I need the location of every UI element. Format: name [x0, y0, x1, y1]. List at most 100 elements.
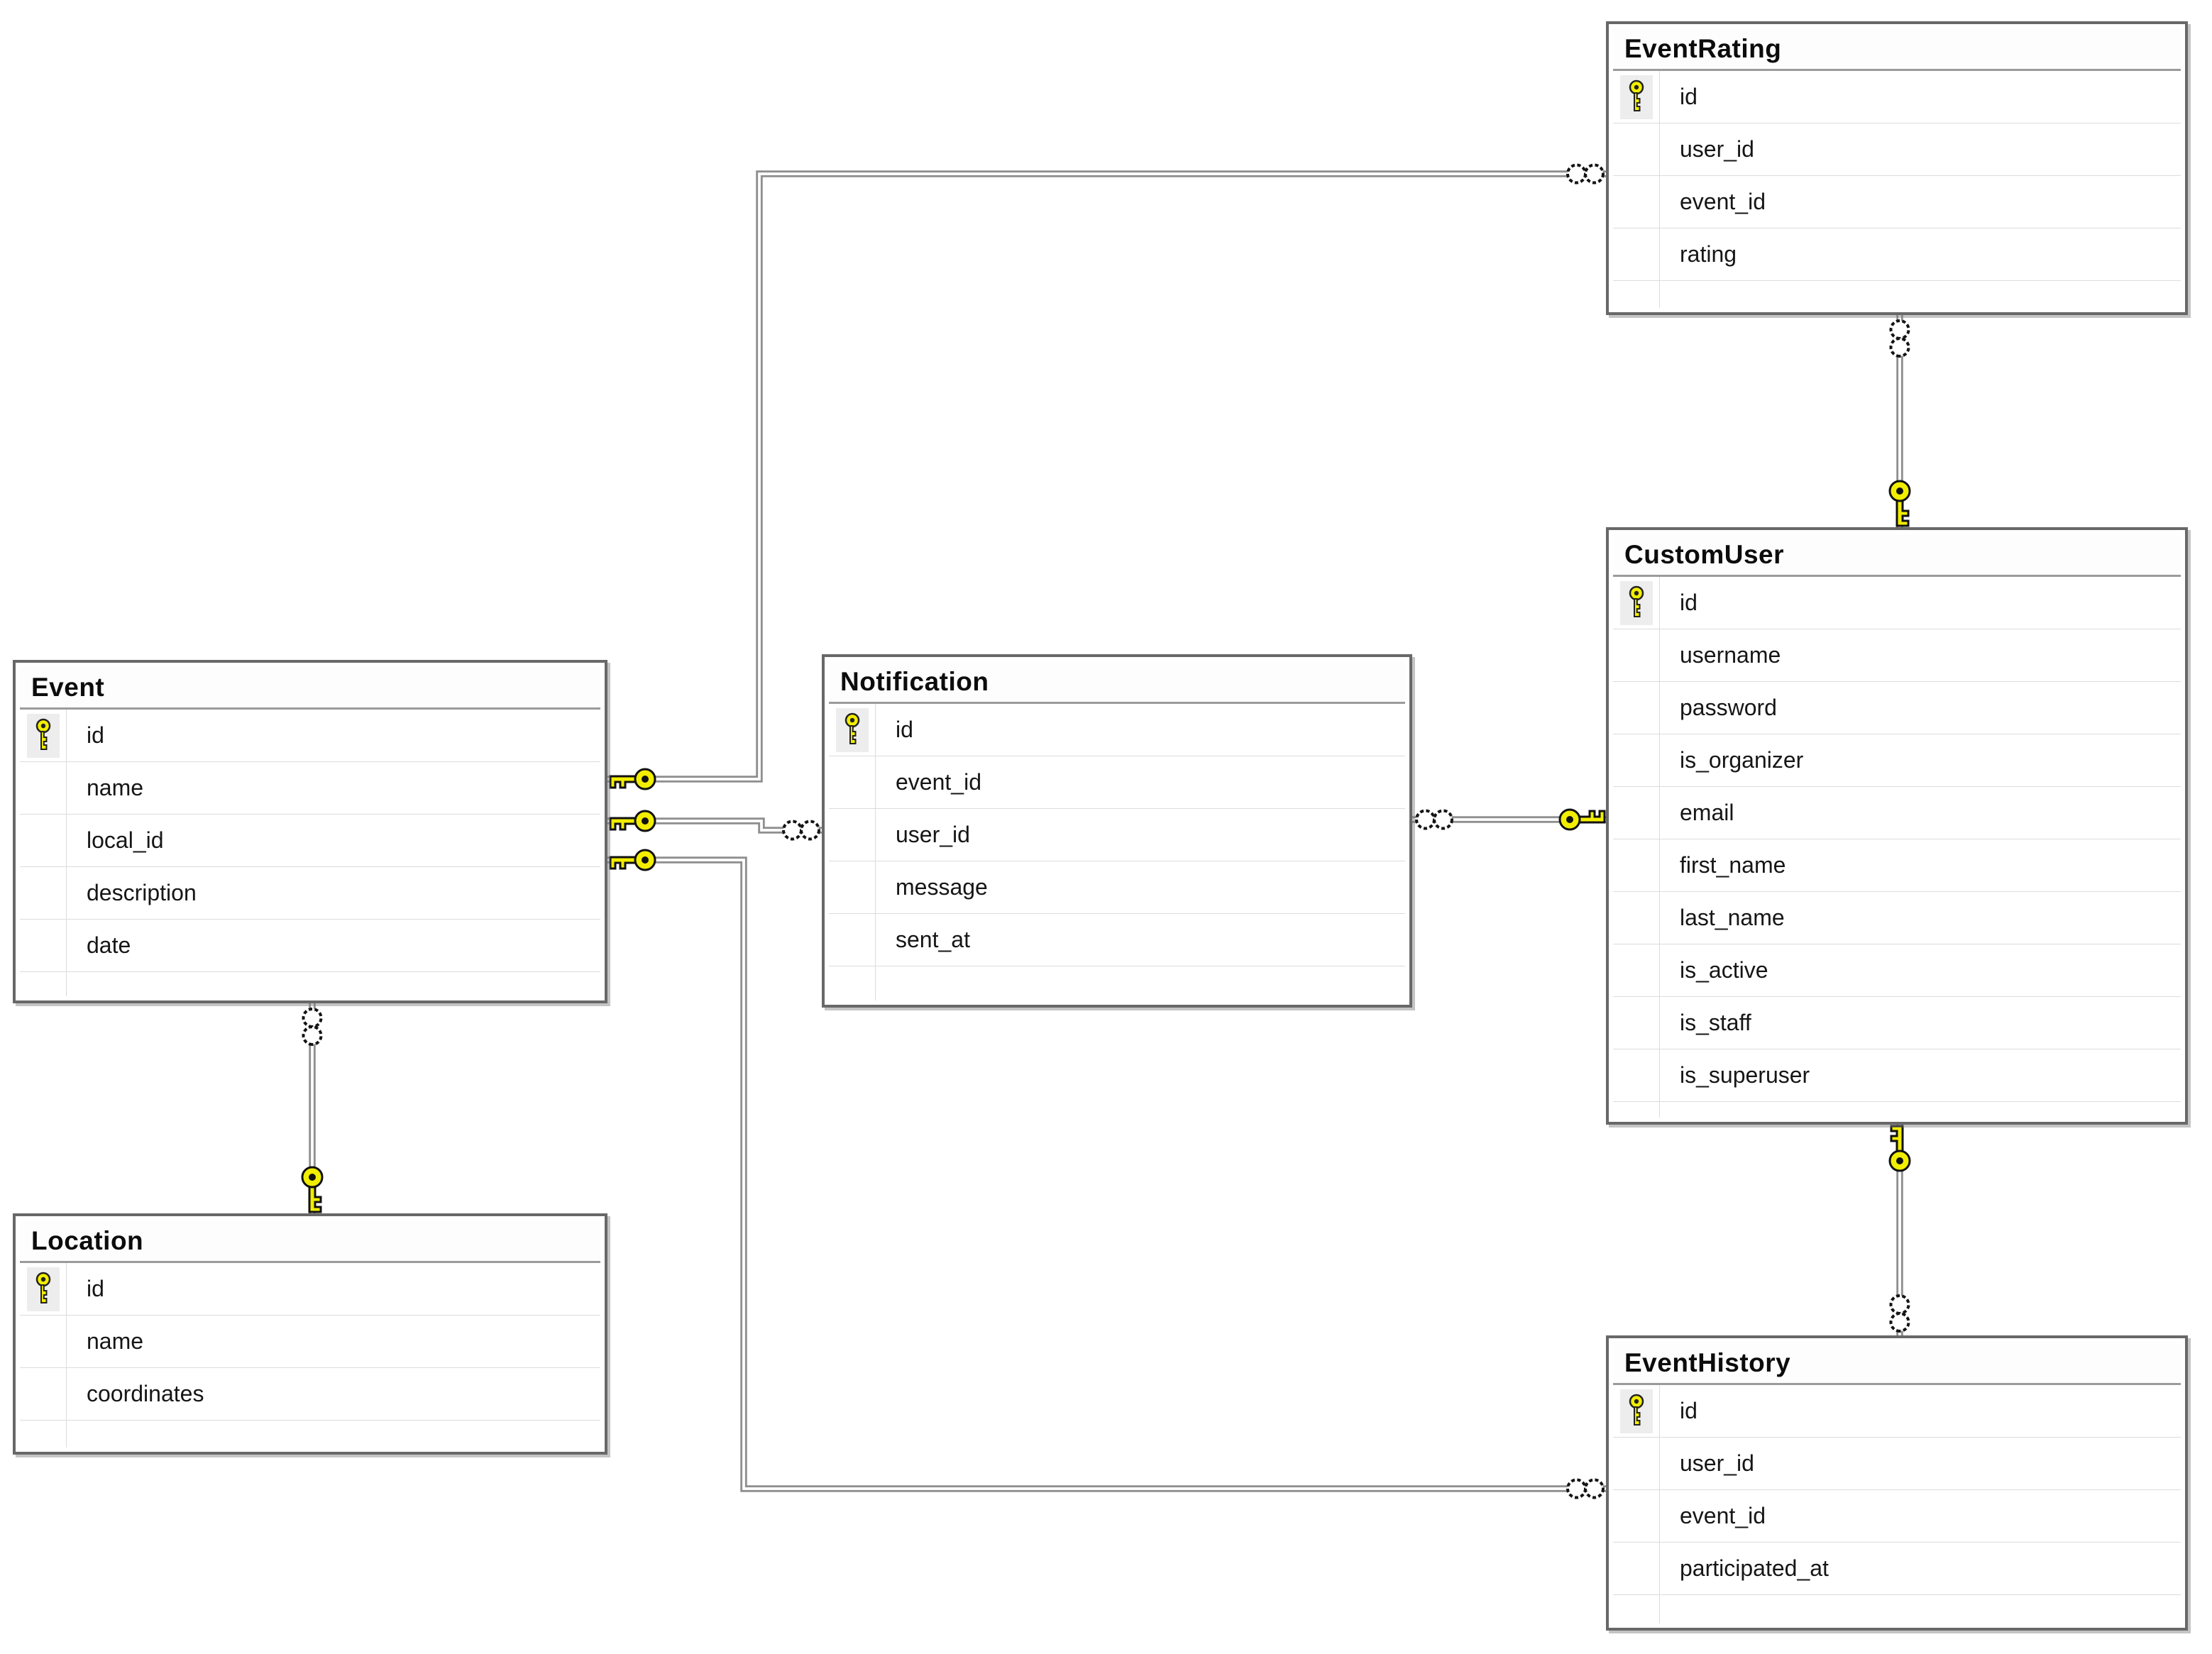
- primary-key-chip: [1619, 75, 1653, 119]
- column-row[interactable]: name: [20, 1316, 600, 1368]
- column-row[interactable]: rating: [1613, 228, 2181, 281]
- table-customuser[interactable]: CustomUser id username password is_organizer…: [1606, 527, 2188, 1125]
- key-marker-icon: [609, 849, 656, 871]
- column-row[interactable]: event_id: [1613, 1490, 2181, 1543]
- row-icon-cell: [1613, 1102, 1660, 1118]
- relationship-line-core: [607, 172, 1606, 781]
- column-row[interactable]: local_id: [20, 815, 600, 867]
- column-row[interactable]: is_superuser: [1613, 1049, 2181, 1102]
- row-icon-cell: [1613, 1595, 1660, 1623]
- column-row[interactable]: id: [1613, 71, 2181, 123]
- relationship-customuser-eventhistory[interactable]: [1888, 1125, 1911, 1335]
- row-icon-cell: [1613, 1490, 1660, 1542]
- relationship-customuser-notification[interactable]: [1412, 808, 1606, 831]
- column-row[interactable]: username: [1613, 629, 2181, 682]
- table-title-text: CustomUser: [1624, 539, 1784, 569]
- row-icon-cell: [1613, 839, 1660, 891]
- column-name: first_name: [1680, 852, 1786, 878]
- table-title: Event: [20, 667, 600, 710]
- column-name: description: [87, 880, 197, 905]
- row-icon-cell: [1613, 281, 1660, 308]
- column-name: local_id: [87, 827, 164, 853]
- column-row[interactable]: last_name: [1613, 892, 2181, 944]
- column-row[interactable]: sent_at: [829, 914, 1405, 966]
- row-icon-cell: [1613, 1438, 1660, 1489]
- column-row[interactable]: password: [1613, 682, 2181, 734]
- row-icon-cell: [20, 972, 67, 996]
- primary-key-cell: [1613, 577, 1660, 629]
- column-name: password: [1680, 695, 1777, 720]
- column-row[interactable]: participated_at: [1613, 1543, 2181, 1595]
- column-row[interactable]: description: [20, 867, 600, 920]
- column-row[interactable]: message: [829, 861, 1405, 914]
- relationship-event-eventhistory[interactable]: [607, 849, 1606, 1499]
- primary-key-cell: [20, 710, 67, 761]
- primary-key-icon: [1629, 79, 1644, 111]
- table-title-text: Location: [31, 1225, 144, 1255]
- column-row[interactable]: is_active: [1613, 944, 2181, 997]
- column-name: is_superuser: [1680, 1062, 1810, 1088]
- row-icon-cell: [20, 762, 67, 814]
- column-row[interactable]: event_id: [829, 756, 1405, 809]
- relationship-event-eventrating[interactable]: [607, 163, 1606, 790]
- table-title: CustomUser: [1613, 534, 2181, 577]
- primary-key-icon: [1629, 1394, 1644, 1426]
- column-row[interactable]: id: [1613, 577, 2181, 629]
- table-title-text: Notification: [840, 666, 989, 696]
- table-title: EventHistory: [1613, 1343, 2181, 1385]
- column-name: user_id: [896, 822, 970, 847]
- column-row[interactable]: user_id: [829, 809, 1405, 861]
- primary-key-icon: [844, 712, 859, 744]
- column-name: name: [87, 775, 144, 800]
- column-row[interactable]: is_staff: [1613, 997, 2181, 1049]
- row-icon-cell: [1613, 734, 1660, 786]
- column-row[interactable]: event_id: [1613, 176, 2181, 228]
- relationship-event-notification[interactable]: [607, 810, 822, 841]
- row-icon-cell: [829, 914, 876, 966]
- row-icon-cell: [829, 756, 876, 808]
- column-row[interactable]: name: [20, 762, 600, 815]
- primary-key-chip: [26, 1267, 60, 1311]
- column-row[interactable]: id: [20, 710, 600, 762]
- row-icon-cell: [20, 1316, 67, 1367]
- primary-key-icon: [1629, 585, 1644, 617]
- table-location[interactable]: Location id name coordinates: [13, 1213, 607, 1455]
- column-name: coordinates: [87, 1381, 204, 1406]
- column-row[interactable]: first_name: [1613, 839, 2181, 892]
- table-event[interactable]: Event id name local_id description date: [13, 660, 607, 1003]
- row-icon-cell: [1613, 944, 1660, 996]
- column-row[interactable]: coordinates: [20, 1368, 600, 1421]
- row-icon-cell: [1613, 997, 1660, 1049]
- table-title-text: EventRating: [1624, 33, 1782, 63]
- row-icon-cell: [20, 815, 67, 866]
- row-icon-cell: [20, 867, 67, 919]
- relationship-location-event[interactable]: [301, 1003, 324, 1213]
- column-row[interactable]: user_id: [1613, 1438, 2181, 1490]
- column-row[interactable]: is_organizer: [1613, 734, 2181, 787]
- primary-key-icon: [35, 718, 50, 750]
- many-marker-icon: [1889, 1294, 1910, 1333]
- column-row[interactable]: id: [20, 1263, 600, 1316]
- column-name: id: [1680, 590, 1697, 615]
- column-row[interactable]: date: [20, 920, 600, 972]
- column-row[interactable]: user_id: [1613, 123, 2181, 176]
- column-row[interactable]: email: [1613, 787, 2181, 839]
- column-name: id: [1680, 84, 1697, 109]
- row-icon-cell: [20, 1421, 67, 1448]
- relationship-customuser-eventrating[interactable]: [1888, 315, 1911, 527]
- column-name: participated_at: [1680, 1555, 1829, 1581]
- column-name: name: [87, 1328, 144, 1354]
- column-name: event_id: [896, 769, 981, 795]
- column-row[interactable]: id: [1613, 1385, 2181, 1438]
- column-name: user_id: [1680, 136, 1754, 162]
- primary-key-chip: [1619, 580, 1653, 625]
- table-title: Location: [20, 1220, 600, 1263]
- column-row[interactable]: id: [829, 704, 1405, 756]
- table-title-text: Event: [31, 672, 105, 702]
- relationship-line-core: [607, 859, 1606, 1490]
- empty-row: [20, 1421, 600, 1448]
